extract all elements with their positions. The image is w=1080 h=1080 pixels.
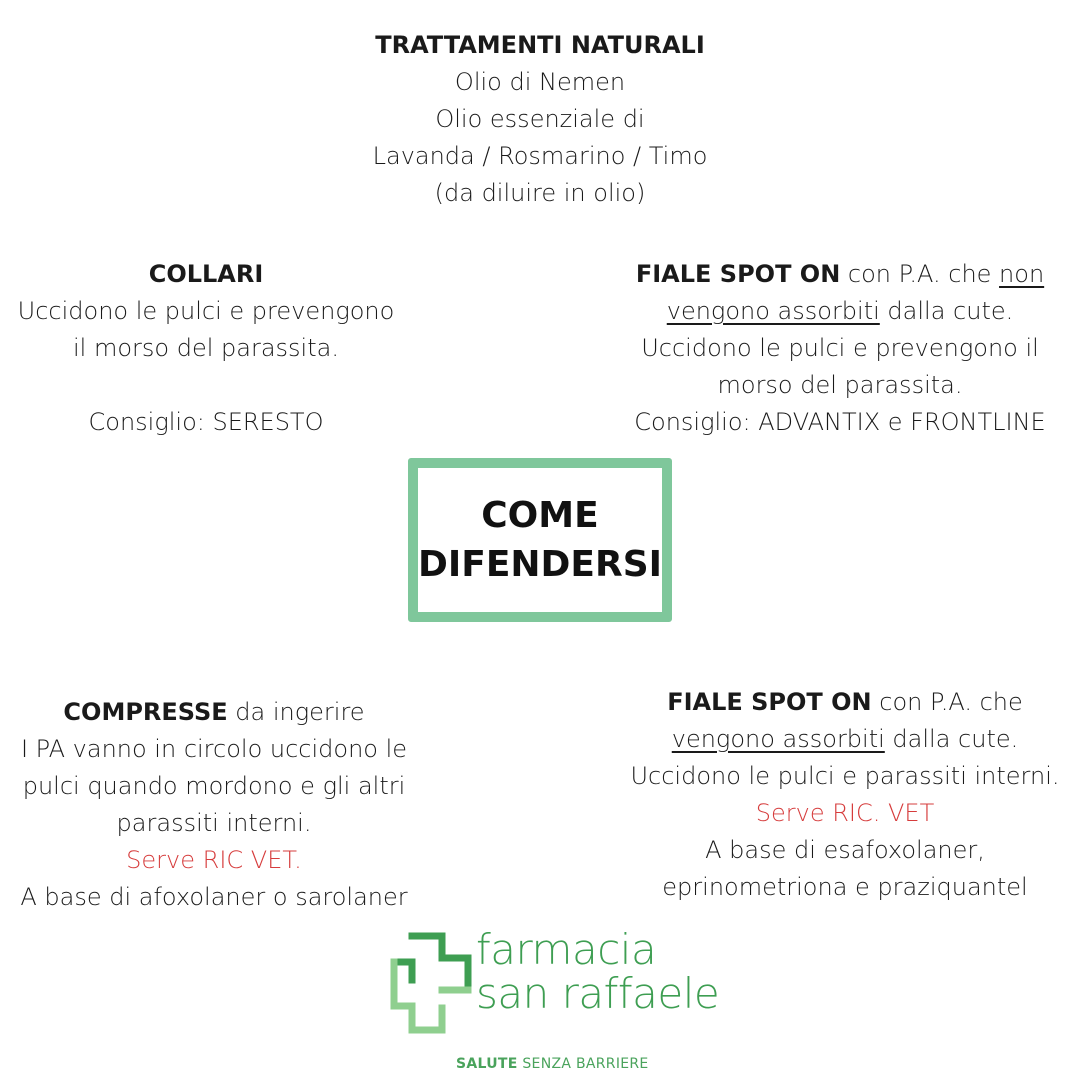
natural-treatments-title: TRATTAMENTI NATURALI bbox=[375, 31, 705, 59]
spot-on-2-line-5: A base di esafoxolaner, bbox=[705, 836, 985, 864]
center-title-line-1: COME bbox=[481, 495, 599, 536]
pharmacy-logo: farmacia san raffaele bbox=[390, 928, 730, 1037]
spot-on-2-line-1: FIALE SPOT ON con P.A. che bbox=[667, 688, 1023, 716]
collars-line-1: Uccidono le pulci e prevengono bbox=[17, 297, 395, 325]
spot-on-absorbed-block: FIALE SPOT ON con P.A. che vengono assor… bbox=[610, 684, 1080, 906]
tablets-line-6: A base di afoxolaner o sarolaner bbox=[20, 883, 408, 911]
spot-on-1-line-1: FIALE SPOT ON con P.A. che non bbox=[635, 260, 1045, 288]
come-difendersi-box: COME DIFENDERSI bbox=[408, 458, 672, 622]
pharmacy-name-line-1: farmacia bbox=[476, 925, 657, 974]
pharmacy-name: farmacia san raffaele bbox=[476, 925, 720, 1018]
collars-advice: Consiglio: SERESTO bbox=[88, 408, 324, 436]
natural-line-1: Olio di Nemen bbox=[454, 68, 626, 96]
pharmacy-name-line-2: san raffaele bbox=[476, 969, 720, 1018]
spot-on-1-advice: Consiglio: ADVANTIX e FRONTLINE bbox=[634, 408, 1046, 436]
tablets-block: COMPRESSE da ingerire I PA vanno in circ… bbox=[0, 694, 428, 916]
center-title-line-2: DIFENDERSI bbox=[417, 544, 663, 585]
natural-line-3: Lavanda / Rosmarino / Timo bbox=[372, 142, 708, 170]
natural-line-2: Olio essenziale di bbox=[435, 105, 645, 133]
tablets-line-2: I PA vanno in circolo uccidono le bbox=[20, 735, 408, 763]
spot-on-1-line-4: morso del parassita. bbox=[717, 371, 963, 399]
spot-on-1-line-3: Uccidono le pulci e prevengono il bbox=[641, 334, 1039, 362]
spot-on-2-prescription-note: Serve RIC. VET bbox=[755, 799, 935, 827]
spot-on-1-line-2: vengono assorbiti dalla cute. bbox=[666, 297, 1014, 325]
spot-on-not-absorbed-block: FIALE SPOT ON con P.A. che non vengono a… bbox=[600, 256, 1080, 441]
collars-line-2: il morso del parassita. bbox=[73, 334, 339, 362]
tablets-line-1: COMPRESSE da ingerire bbox=[63, 698, 365, 726]
spacer bbox=[0, 367, 412, 404]
spot-on-2-line-3: Uccidono le pulci e parassiti interni. bbox=[630, 762, 1060, 790]
collars-block: COLLARI Uccidono le pulci e prevengono i… bbox=[0, 256, 412, 441]
tablets-prescription-note: Serve RIC VET. bbox=[126, 846, 302, 874]
collars-title: COLLARI bbox=[148, 260, 264, 288]
tablets-line-4: parassiti interni. bbox=[116, 809, 312, 837]
tablets-line-3: pulci quando mordono e gli altri bbox=[22, 772, 406, 800]
natural-treatments-block: TRATTAMENTI NATURALI Olio di Nemen Olio … bbox=[290, 27, 790, 212]
natural-line-4: (da diluire in olio) bbox=[434, 179, 646, 207]
spot-on-2-line-6: eprinometriona e praziquantel bbox=[662, 873, 1028, 901]
spot-on-2-line-2: vengono assorbiti dalla cute. bbox=[671, 725, 1019, 753]
pharmacy-tagline: SALUTE SENZA BARRIERE bbox=[456, 1056, 649, 1072]
pharmacy-cross-icon bbox=[390, 932, 472, 1034]
